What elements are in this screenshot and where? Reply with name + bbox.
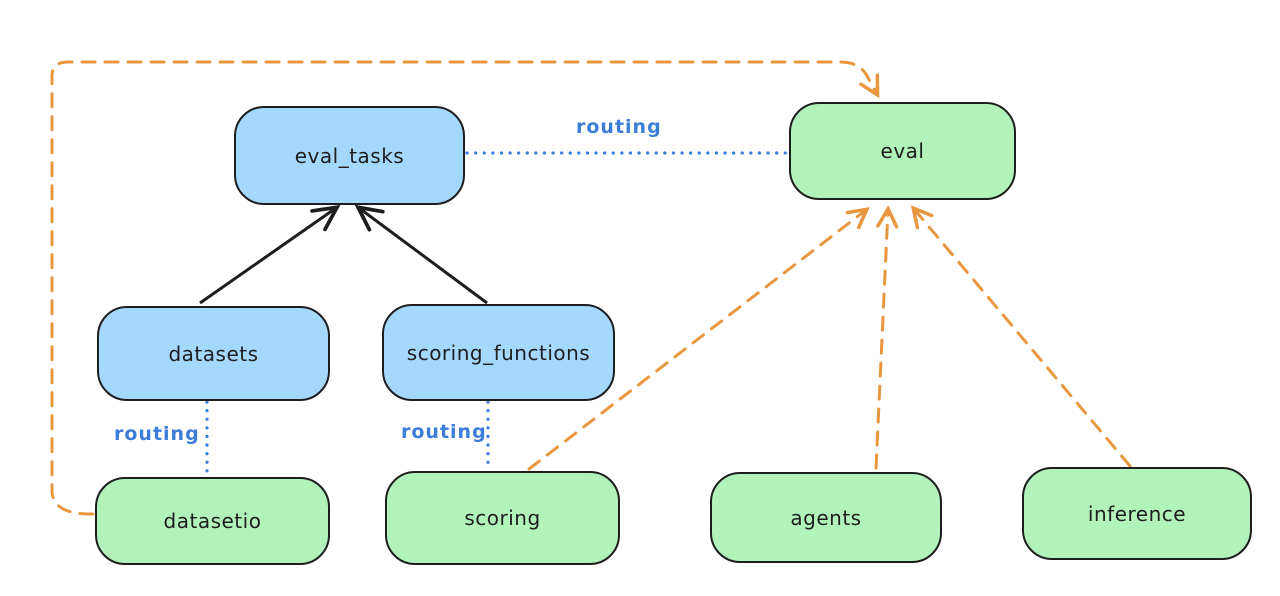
node-eval: eval (789, 102, 1016, 200)
node-scoring: scoring (385, 471, 620, 565)
node-eval-tasks: eval_tasks (234, 106, 465, 205)
edge-label-routing-top: routing (576, 116, 662, 138)
edge-label-routing-middle: routing (401, 421, 487, 443)
edge-inference-to-eval (910, 205, 1132, 468)
node-agents-label: agents (790, 505, 862, 530)
node-eval-label: eval (880, 139, 925, 163)
node-eval-tasks-label: eval_tasks (294, 143, 405, 168)
node-datasets-label: datasets (168, 341, 259, 366)
edge-datasets-to-eval-tasks (199, 204, 341, 305)
node-scoring-functions: scoring_functions (382, 304, 615, 401)
edge-agents-to-eval (874, 205, 899, 470)
edge-label-routing-left: routing (114, 423, 200, 445)
node-inference-label: inference (1087, 501, 1187, 526)
node-inference: inference (1022, 467, 1252, 560)
node-datasets: datasets (97, 306, 330, 401)
node-scoring-functions-label: scoring_functions (406, 340, 591, 365)
edge-scoring-functions-to-eval-tasks (354, 204, 488, 305)
node-datasetio-label: datasetio (163, 509, 262, 533)
node-datasetio: datasetio (95, 477, 330, 565)
node-agents: agents (710, 472, 942, 563)
node-scoring-label: scoring (464, 506, 541, 530)
